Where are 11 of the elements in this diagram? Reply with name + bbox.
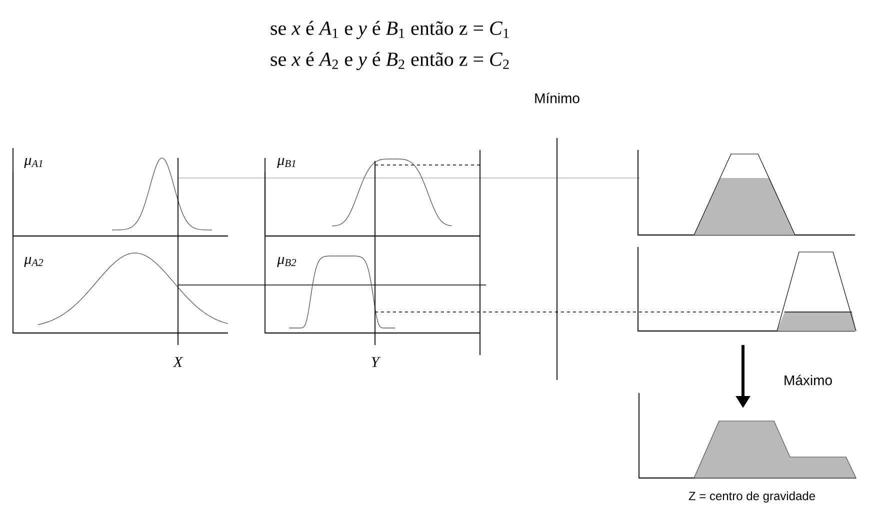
axis-label: X xyxy=(172,357,184,367)
axis-label: Y xyxy=(372,357,380,367)
operator-label: Mínimo xyxy=(535,92,580,104)
caption-text: Z = centro de gravidade xyxy=(688,491,815,503)
axis-label: μ$_{B2}$ xyxy=(277,256,296,268)
rule-text: se x é A$_{1}$ e y é B$_{1}$ então z = C$_{1}$ xyxy=(270,20,509,40)
axis-label: μ$_{A2}$ xyxy=(24,256,44,268)
operator-label: Máximo xyxy=(784,374,832,386)
rule-text: se x é A$_{2}$ e y é B$_{2}$ então z = C$_{2}$ xyxy=(270,52,509,70)
axis-label: μ$_{A1}$ xyxy=(24,158,42,168)
axis-label: μ$_{B1}$ xyxy=(277,158,296,168)
